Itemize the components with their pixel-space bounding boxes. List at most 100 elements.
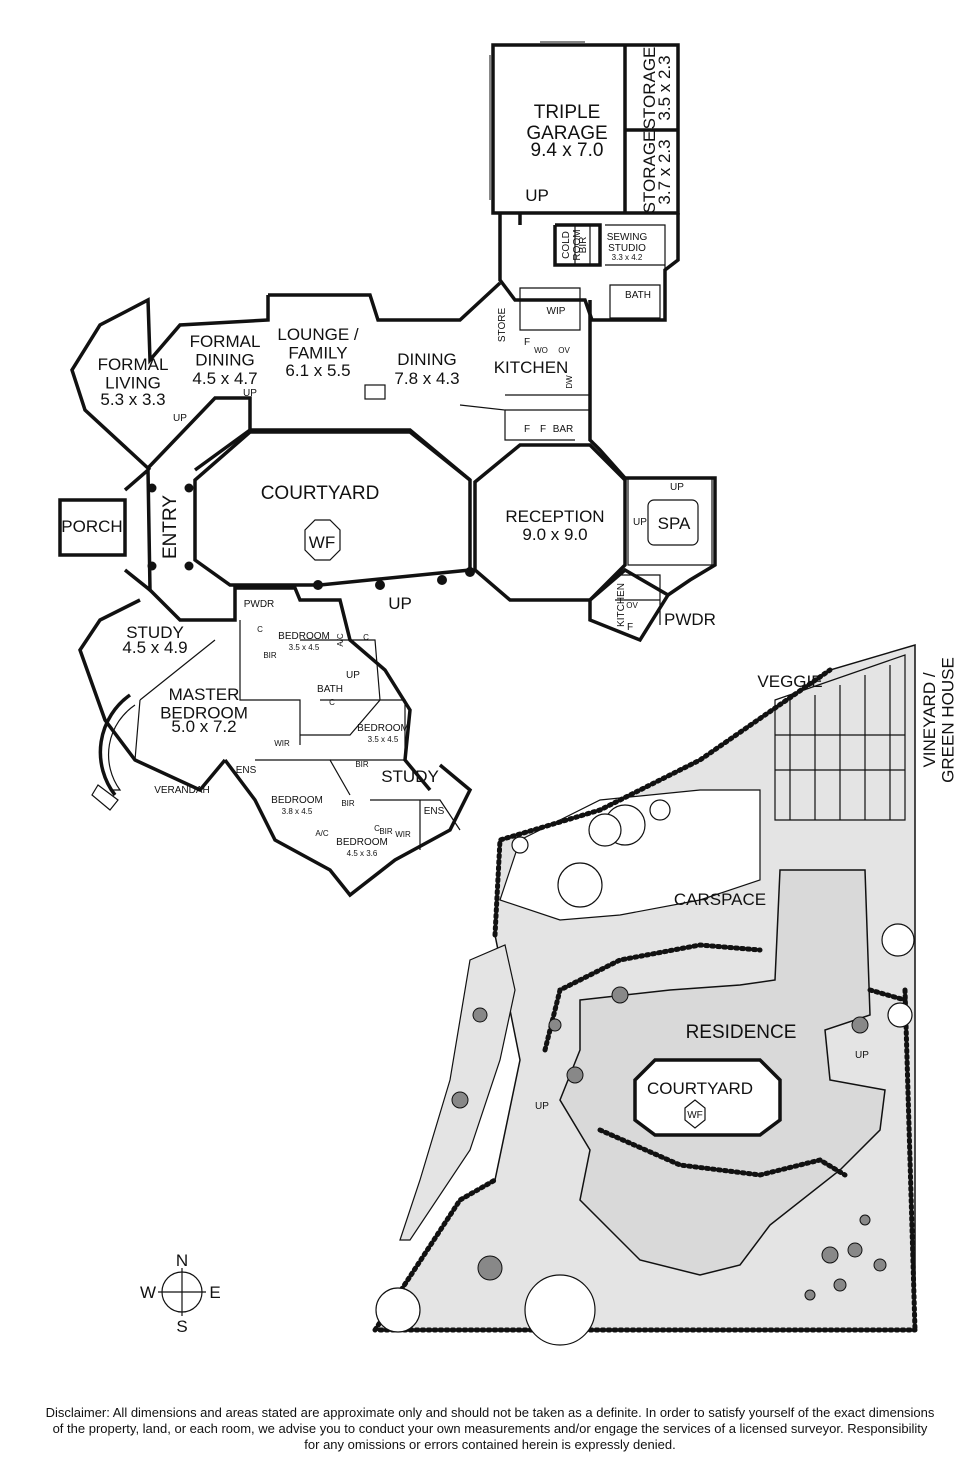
formal-dining-size: 4.5 x 4.7 — [192, 369, 257, 388]
c-label-2: C — [363, 633, 369, 642]
site-wf-label: WF — [687, 1110, 703, 1121]
ens-2-label: ENS — [424, 806, 445, 817]
kitchen-label: KITCHEN — [494, 358, 569, 377]
ac-label-1: A/C — [336, 633, 345, 647]
bedroom-1-name: BEDROOM — [278, 631, 330, 642]
pwdr-east-label: PWDR — [664, 610, 716, 629]
compass-s: S — [176, 1317, 187, 1336]
bedroom-2-name: BEDROOM — [357, 723, 409, 734]
f-label-bar-2: F — [540, 424, 546, 435]
formal-living-size: 5.3 x 3.3 — [100, 390, 165, 409]
residence-label: RESIDENCE — [686, 1022, 797, 1043]
ov-label: OV — [558, 346, 570, 355]
veggie-label: VEGGIE — [757, 672, 822, 691]
compass-e: E — [209, 1283, 220, 1302]
bedroom-4-name: BEDROOM — [336, 837, 388, 848]
bir-4-label: BIR — [379, 827, 393, 836]
storage-2-name: STORAGE — [640, 131, 659, 214]
kitchenette-label: KITCHEN — [616, 583, 627, 627]
site-courtyard-label: COURTYARD — [647, 1079, 753, 1098]
lounge-family-name: LOUNGE /FAMILY — [277, 325, 359, 363]
entry-label: ENTRY — [160, 495, 181, 559]
triple-garage-size: 9.4 x 7.0 — [531, 140, 604, 161]
bir-2-label: BIR — [355, 760, 369, 769]
disclaimer-line-2: of the property, land, or each room, we … — [52, 1421, 928, 1436]
up-spa-left: UP — [633, 517, 647, 528]
bar-label: BAR — [553, 424, 574, 435]
bir-1-label: BIR — [263, 651, 277, 660]
up-formal-dining: UP — [243, 388, 257, 399]
lounge-family-size: 6.1 x 5.5 — [285, 361, 350, 380]
site-up-left-label: UP — [535, 1101, 549, 1112]
study-main-size: 4.5 x 4.9 — [122, 638, 187, 657]
c-label-4: C — [374, 824, 380, 833]
wo-label: WO — [534, 346, 548, 355]
up-formal-living: UP — [173, 413, 187, 424]
spa-label: SPA — [658, 514, 691, 533]
dw-label: DW — [565, 375, 574, 389]
bedroom-2-size: 3.5 x 4.5 — [368, 735, 399, 744]
bir-3-label: BIR — [341, 799, 355, 808]
compass-labels: N S E W — [140, 1251, 221, 1336]
pwdr-west-label: PWDR — [244, 599, 275, 610]
bedroom-3-size: 3.8 x 4.5 — [282, 807, 313, 816]
ens-1-label: ENS — [236, 765, 257, 776]
storage-2-size: 3.7 x 2.3 — [655, 139, 674, 204]
disclaimer: Disclaimer: All dimensions and areas sta… — [0, 1405, 980, 1453]
bedroom-4-size: 4.5 x 3.6 — [347, 849, 378, 858]
dining-name: DINING — [397, 350, 457, 369]
carspace-label: CARSPACE — [674, 890, 766, 909]
compass — [158, 1268, 206, 1316]
disclaimer-line-1: Disclaimer: All dimensions and areas sta… — [45, 1405, 935, 1420]
wir-1-label: WIR — [274, 739, 290, 748]
site-plan — [372, 643, 918, 1346]
reception-size: 9.0 x 9.0 — [522, 525, 587, 544]
wip-label: WIP — [547, 306, 566, 317]
ac-label-2: A/C — [315, 829, 329, 838]
ov-kitchenette-label: OV — [626, 601, 638, 610]
compass-n: N — [176, 1251, 188, 1270]
c-label-3: C — [329, 698, 335, 707]
bath-upper-label: BATH — [625, 290, 651, 301]
bedroom-1-size: 3.5 x 4.5 — [289, 643, 320, 652]
f-kitchenette-label: F — [627, 622, 633, 633]
porch-label: PORCH — [61, 517, 122, 536]
master-bedroom-size: 5.0 x 7.2 — [171, 717, 236, 736]
disclaimer-line-3: for any omissions or errors contained he… — [304, 1437, 676, 1452]
wir-2-label: WIR — [395, 830, 411, 839]
floor-plan-walls — [58, 41, 717, 898]
up-garage: UP — [525, 186, 549, 205]
study-main-name: STUDY — [126, 623, 184, 642]
site-plan-labels: VEGGIE VINEYARD /GREEN HOUSE CARSPACE RE… — [535, 657, 958, 1121]
up-spa-top: UP — [670, 482, 684, 493]
bir-cold-label: BIR — [578, 237, 589, 254]
verandah-label: VERANDAH — [154, 785, 210, 796]
study-small-label: STUDY — [381, 767, 439, 786]
f-label-kitchen: F — [524, 337, 530, 348]
wf-label: WF — [309, 533, 335, 552]
storage-1-name: STORAGE — [640, 47, 659, 130]
reception-name: RECEPTION — [505, 507, 604, 526]
sewing-studio-size: 3.3 x 4.2 — [612, 253, 643, 262]
up-bath-lower: UP — [346, 670, 360, 681]
bedroom-3-name: BEDROOM — [271, 795, 323, 806]
f-label-bar-1: F — [524, 424, 530, 435]
bath-lower-label: BATH — [317, 684, 343, 695]
cold-room-label: COLDROOM — [561, 229, 583, 260]
site-up-right-label: UP — [855, 1050, 869, 1061]
c-label-1: C — [257, 625, 263, 634]
dining-size: 7.8 x 4.3 — [394, 369, 459, 388]
store-label: STORE — [497, 308, 508, 343]
courtyard-label: COURTYARD — [261, 483, 380, 504]
storage-1-size: 3.5 x 2.3 — [655, 55, 674, 120]
compass-w: W — [140, 1283, 156, 1302]
vineyard-label: VINEYARD /GREEN HOUSE — [920, 657, 958, 783]
up-courtyard: UP — [388, 594, 412, 613]
